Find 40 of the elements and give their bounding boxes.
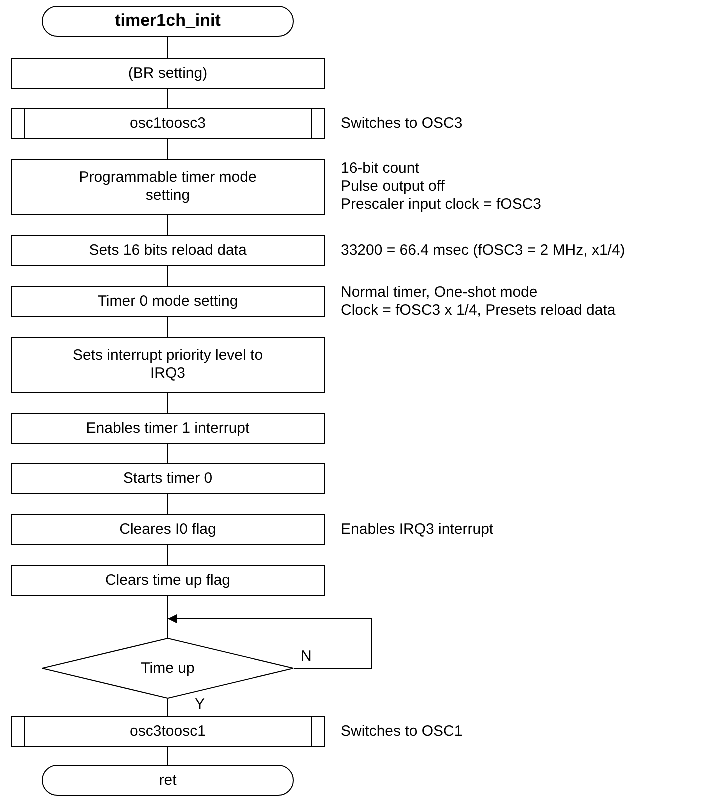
decision-diamond — [42, 638, 294, 699]
process-box — [11, 337, 325, 393]
step-text: Sets interrupt priority level to IRQ3 — [72, 347, 264, 383]
step-text: Enables timer 1 interrupt — [85, 420, 251, 438]
process-box — [11, 58, 325, 89]
annotation-text: Switches to OSC1 — [341, 722, 463, 740]
terminal-shape — [42, 765, 294, 796]
process-box — [11, 565, 325, 596]
subroutine-box — [11, 108, 325, 139]
step-text: Timer 0 mode setting — [96, 292, 240, 310]
step-text: osc1toosc3 — [129, 114, 207, 132]
step-text: Starts timer 0 — [122, 470, 214, 488]
step-text: Cleares I0 flag — [118, 520, 218, 538]
process-box — [11, 463, 325, 494]
step-text: osc3toosc1 — [129, 722, 207, 740]
process-box — [11, 159, 325, 215]
edge-label: N — [300, 648, 313, 664]
arrow — [168, 614, 372, 669]
process-box — [11, 514, 325, 545]
step-text: (BR setting) — [127, 64, 209, 82]
step-text: Time up — [140, 660, 196, 678]
subroutine-box — [11, 716, 325, 747]
terminal-label: timer1ch_init — [114, 11, 222, 32]
edge-label: Y — [194, 697, 206, 712]
annotation-text: Normal timer, One-shot mode — [341, 284, 539, 302]
annotation-text: Prescaler input clock = fOSC3 — [341, 196, 542, 214]
annotation-text: Pulse output off — [341, 178, 446, 196]
annotation-text: 33200 = 66.4 msec (fOSC3 = 2 MHz, x1/4) — [341, 242, 626, 260]
terminal-label: ret — [158, 772, 178, 790]
terminal-shape — [42, 6, 294, 37]
annotation-text: 16-bit count — [341, 160, 420, 178]
annotation-text: Clock = fOSC3 x 1/4, Presets reload data — [341, 302, 616, 320]
process-box — [11, 286, 325, 317]
step-text: Programmable timer mode setting — [78, 169, 258, 205]
step-text: Clears time up flag — [104, 572, 232, 590]
process-box — [11, 235, 325, 266]
annotation-text: Switches to OSC3 — [341, 114, 463, 132]
step-text: Sets 16 bits reload data — [88, 242, 248, 260]
process-box — [11, 413, 325, 444]
annotation-text: Enables IRQ3 interrupt — [341, 520, 494, 538]
